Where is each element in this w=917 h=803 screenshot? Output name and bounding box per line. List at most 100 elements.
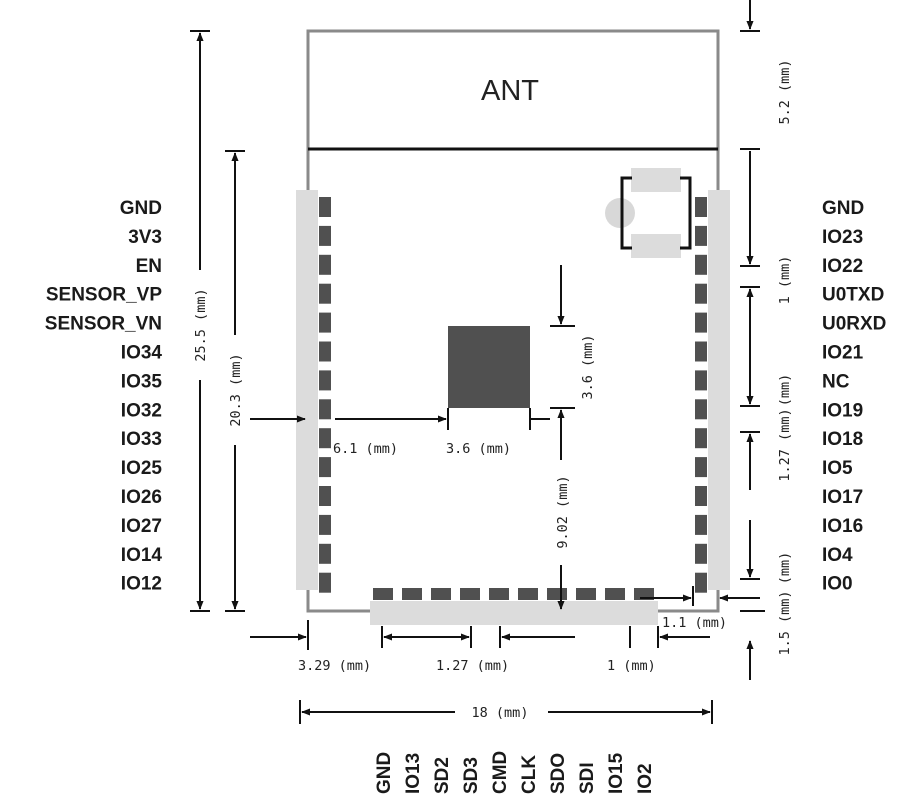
- left-pin-label: IO35: [121, 371, 163, 392]
- svg-text:18 (mm): 18 (mm): [472, 705, 529, 721]
- left-pin-pad: [319, 341, 331, 362]
- left-pin-pad: [319, 543, 331, 564]
- center-ground-pad: [448, 326, 530, 408]
- svg-text:1.1 (mm): 1.1 (mm): [662, 615, 727, 631]
- svg-text:9.02 (mm): 9.02 (mm): [555, 475, 571, 548]
- dim-right-pitch-127: 1.27 (mm) (mm): [740, 408, 793, 584]
- bottom-pin-label: CMD: [490, 751, 511, 794]
- right-pin-pad: [695, 283, 707, 304]
- dim-pad-to-bottom: 9.02 (mm): [555, 409, 571, 610]
- bottom-pin-label: SDO: [548, 753, 569, 794]
- right-pin-label: IO17: [822, 487, 863, 508]
- right-pin-pad: [695, 514, 707, 535]
- antenna-label: ANT: [481, 75, 539, 107]
- svg-text:1 (mm): 1 (mm): [777, 256, 793, 305]
- left-pad-strip: [296, 190, 318, 590]
- dim-antenna-height: 5.2 (mm): [740, 0, 793, 150]
- right-pin-label: IO23: [822, 227, 863, 248]
- svg-text:1.5 (mm): 1.5 (mm): [777, 590, 793, 655]
- left-pin-pad: [319, 399, 331, 420]
- bottom-pin-label: IO13: [403, 753, 424, 794]
- dim-bottom-15: 1.5 (mm): [740, 590, 793, 680]
- left-pin-pad: [319, 370, 331, 391]
- right-pin-label: IO19: [822, 400, 863, 421]
- right-pin-pad: [695, 399, 707, 420]
- dim-total-width: 18 (mm): [299, 700, 713, 724]
- right-pin-label: IO22: [822, 256, 863, 277]
- svg-text:3.6 (mm): 3.6 (mm): [446, 441, 511, 457]
- bottom-pin-pads: [370, 588, 658, 625]
- bottom-pin-pad: [547, 588, 567, 600]
- left-pin-label: EN: [136, 256, 162, 277]
- svg-text:6.1 (mm): 6.1 (mm): [333, 441, 398, 457]
- right-pin-pad: [695, 225, 707, 246]
- left-pin-label: SENSOR_VN: [45, 314, 162, 335]
- svg-text:1 (mm): 1 (mm): [607, 658, 656, 674]
- dim-bottom-left-offset: 3.29 (mm): [250, 620, 371, 674]
- svg-text:5.2 (mm): 5.2 (mm): [777, 59, 793, 124]
- right-pin-pad: [695, 312, 707, 333]
- right-pin-label: IO0: [822, 574, 853, 595]
- left-pin-label: GND: [120, 198, 162, 219]
- svg-text:1.27 (mm): 1.27 (mm): [436, 658, 509, 674]
- dim-pad-left-offset: 6.1 (mm) 3.6 (mm): [250, 408, 550, 457]
- right-pin-label: U0RXD: [822, 314, 886, 335]
- bottom-pin-label: SD3: [461, 757, 482, 794]
- right-pin-pad: [695, 341, 707, 362]
- left-pin-label: SENSOR_VP: [46, 285, 162, 306]
- bottom-pin-label: IO2: [635, 763, 656, 794]
- dim-pad-height: 3.6 (mm): [550, 265, 596, 409]
- left-pin-label: IO26: [121, 487, 162, 508]
- right-pad-strip: [708, 190, 730, 590]
- svg-text:25.5 (mm): 25.5 (mm): [193, 288, 209, 361]
- left-pin-pads: [296, 190, 331, 593]
- svg-text:1.27 (mm): 1.27 (mm): [777, 408, 793, 481]
- right-pin-label: U0TXD: [822, 285, 884, 306]
- svg-text:3.29 (mm): 3.29 (mm): [298, 658, 371, 674]
- right-pin-pads: [695, 190, 730, 593]
- bottom-pin-pad: [460, 588, 480, 600]
- bottom-pin-label: IO15: [606, 752, 627, 794]
- right-pin-label: GND: [822, 198, 864, 219]
- module-outline: [306, 29, 720, 613]
- left-pin-pad: [319, 486, 331, 506]
- left-pin-label: IO25: [121, 458, 163, 479]
- left-pin-pad: [319, 457, 331, 478]
- right-pin-pad: [695, 486, 707, 506]
- right-pin-label: IO5: [822, 458, 853, 479]
- dim-bottom-pitch-127: 1.27 (mm): [381, 626, 509, 674]
- right-pin-pad: [695, 572, 707, 593]
- right-pin-pad: [695, 370, 707, 391]
- right-pin-label: IO16: [822, 516, 863, 537]
- right-pin-label: IO21: [822, 343, 864, 364]
- left-pin-pad: [319, 283, 331, 304]
- left-pin-label: IO34: [121, 343, 163, 364]
- dim-total-height: 25.5 (mm): [190, 30, 210, 612]
- left-pin-pad: [319, 254, 331, 275]
- right-pin-pad: [695, 254, 707, 275]
- dim-right-edge-11: 1.1 (mm): [640, 586, 760, 631]
- left-pin-pad: [319, 514, 331, 535]
- left-pin-pad: [319, 572, 331, 593]
- bottom-pin-pad: [576, 588, 596, 600]
- right-pin-label: IO18: [822, 429, 863, 450]
- left-pin-label: IO14: [121, 545, 163, 566]
- svg-text:(mm): (mm): [777, 374, 793, 407]
- right-pin-label: NC: [822, 371, 850, 392]
- bottom-pin-label: CLK: [519, 755, 540, 794]
- left-pin-label: IO33: [121, 429, 162, 450]
- bottom-pin-label: GND: [374, 752, 395, 794]
- right-pin-pad: [695, 197, 707, 217]
- dim-bottom-pitch-1: 1 (mm): [499, 626, 710, 674]
- left-pin-label: IO32: [121, 400, 162, 421]
- svg-text:(mm): (mm): [777, 552, 793, 585]
- svg-text:3.6 (mm): 3.6 (mm): [580, 334, 596, 399]
- component-top-right: [605, 168, 692, 258]
- right-pin-pad: [695, 543, 707, 564]
- bottom-pin-pad: [605, 588, 625, 600]
- svg-text:20.3 (mm): 20.3 (mm): [228, 353, 244, 426]
- bottom-pin-pad: [489, 588, 509, 600]
- bottom-pin-label: SDI: [577, 762, 598, 794]
- right-pin-label: IO4: [822, 545, 853, 566]
